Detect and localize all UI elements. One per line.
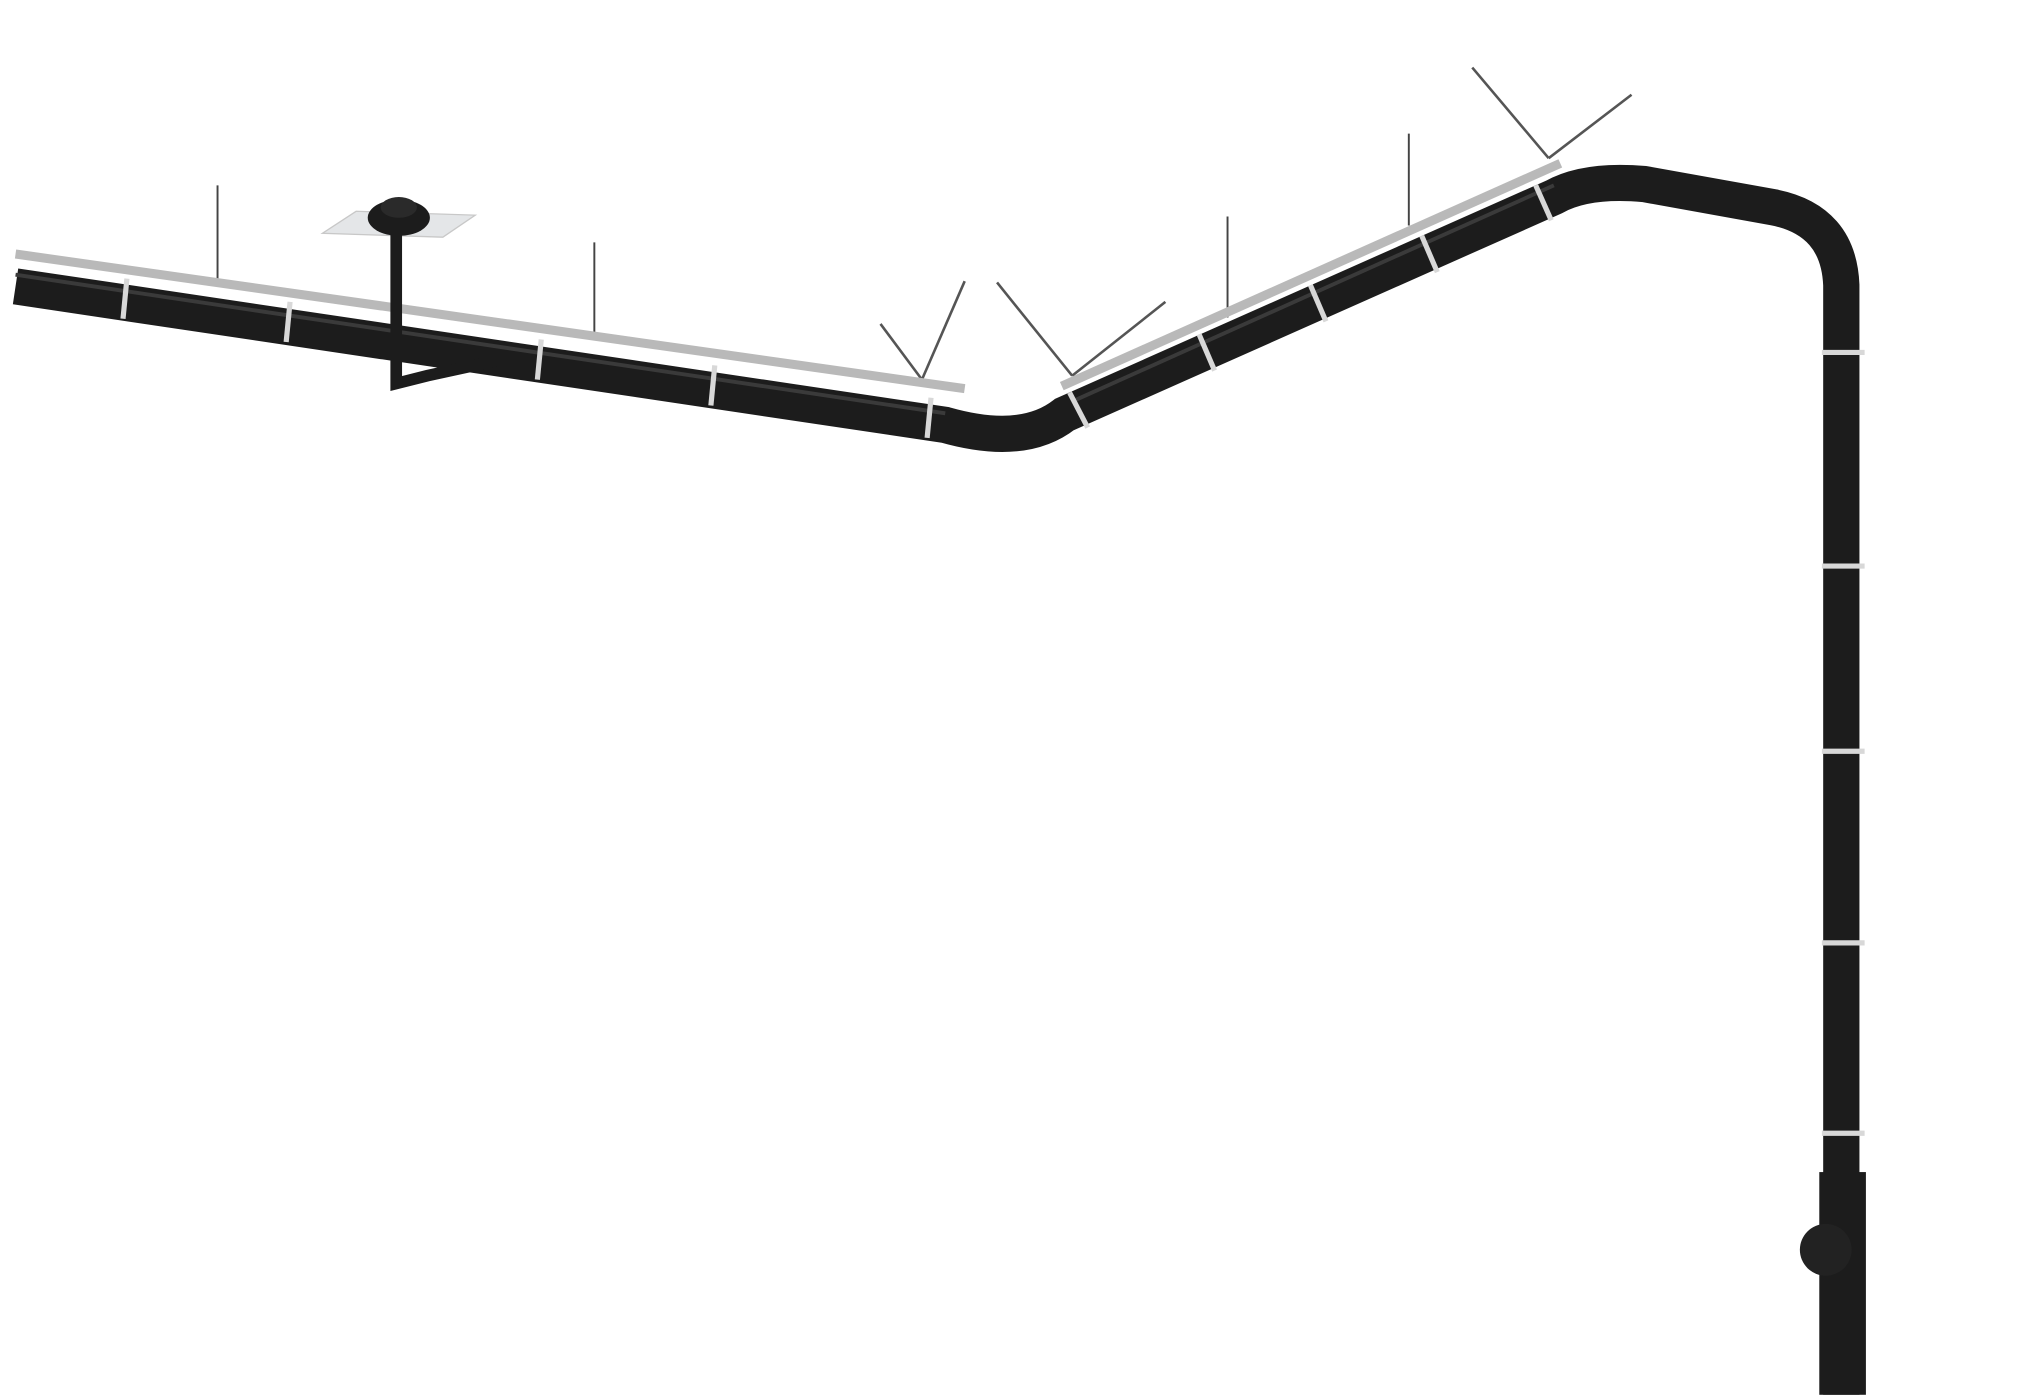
- clamp: [120, 278, 130, 319]
- main-pipe: [12, 164, 1860, 1395]
- clamp: [924, 397, 934, 439]
- support-rails: [14, 159, 1563, 394]
- brace: [879, 323, 923, 381]
- clamp: [1308, 284, 1329, 323]
- clamp: [1196, 333, 1217, 372]
- rail-right: [1059, 159, 1563, 391]
- pipe-clamps: [120, 184, 1865, 1136]
- brace: [920, 280, 966, 381]
- cleanout-fitting: [1799, 1223, 1852, 1276]
- hanger-rods: [216, 133, 1410, 337]
- clamp: [534, 339, 544, 380]
- brace: [1471, 66, 1550, 160]
- stack-lower-section: [1819, 1172, 1866, 1395]
- rail-left: [14, 249, 966, 394]
- drain-leader: [390, 233, 500, 391]
- clamp: [1419, 234, 1440, 274]
- clamp: [1533, 184, 1554, 222]
- brace: [1547, 93, 1633, 160]
- sway-braces: [879, 66, 1633, 381]
- brace: [1071, 300, 1167, 377]
- clamp: [708, 365, 718, 406]
- brace: [996, 281, 1074, 377]
- clamp: [1067, 391, 1090, 429]
- roof-drain: [320, 197, 500, 391]
- drain-dome-top: [380, 197, 417, 218]
- clamp: [283, 301, 293, 343]
